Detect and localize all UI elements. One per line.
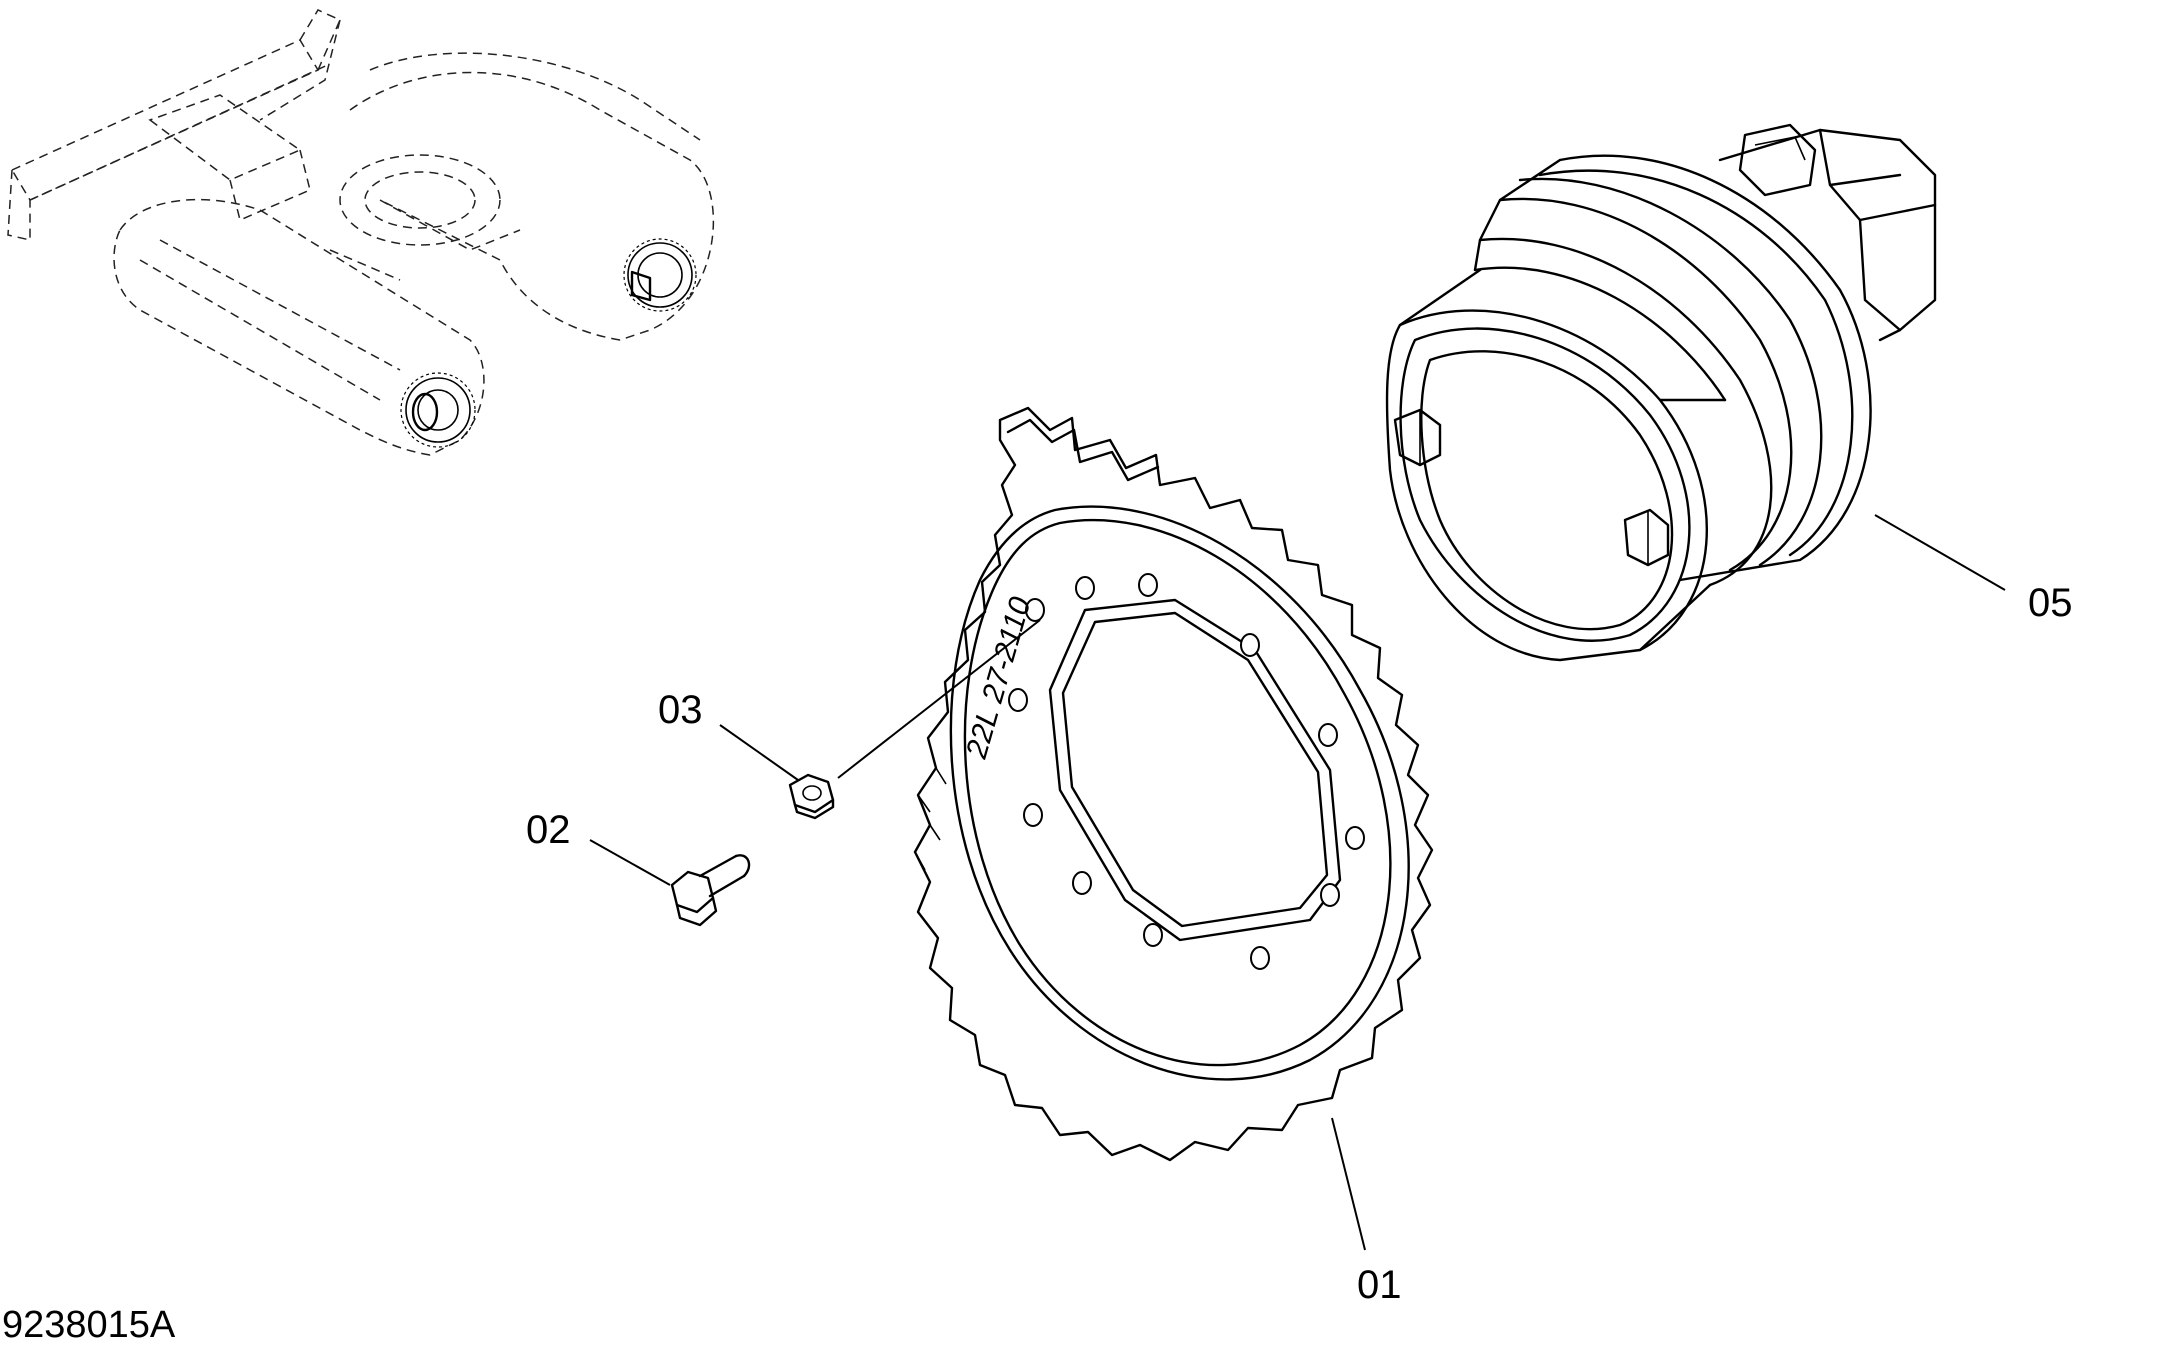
undercarriage-overview xyxy=(7,9,715,456)
leader-line-02 xyxy=(589,839,671,886)
sprocket-01: 22L 27-2110 xyxy=(913,406,1434,1162)
callout-label-03: 03 xyxy=(658,688,703,732)
overview-sprocket-front xyxy=(400,372,476,448)
callout-label-01: 01 xyxy=(1357,1263,1402,1307)
figure-id: 9238015A xyxy=(2,1304,176,1346)
leader-line-03b xyxy=(837,619,1041,779)
callout-label-02: 02 xyxy=(526,808,571,852)
callout-label-05: 05 xyxy=(2028,581,2073,625)
leader-line-05 xyxy=(1874,514,2006,591)
sprocket-bolt-holes xyxy=(1008,573,1365,970)
nut-03 xyxy=(788,773,835,820)
leader-line-03 xyxy=(719,724,799,781)
sprocket-stamp-text: 22L 27-2110 xyxy=(960,593,1038,763)
overview-sprocket-rear xyxy=(623,238,697,312)
leader-line-01 xyxy=(1331,1117,1366,1251)
leader-lines xyxy=(589,514,2006,1251)
bolt-02 xyxy=(670,854,751,927)
travel-motor-05 xyxy=(1385,123,1937,662)
